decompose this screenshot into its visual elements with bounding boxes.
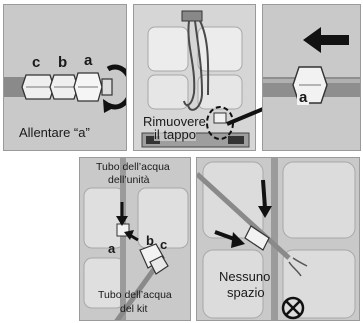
nut-label-b: b	[58, 54, 68, 71]
remove-cap-caption-line1: Rimuovere	[143, 114, 206, 129]
fitting-label-a: a	[297, 89, 310, 106]
nut-label-c: c	[32, 54, 41, 71]
connect-label-b: b	[146, 233, 154, 248]
no-space-illustration	[197, 158, 356, 320]
loosen-caption: Allentare “a”	[19, 125, 90, 140]
no-space-label-line1: Nessuno	[219, 269, 271, 284]
connect-kit-pipe-illustration	[83, 158, 189, 320]
panel-pipe-fitting: a	[262, 4, 361, 151]
loosen-nut-illustration	[4, 64, 126, 113]
kit-pipe-label-line2: del kit	[120, 303, 148, 315]
kit-pipe-label-line1: Tubo dell’acqua	[98, 289, 172, 301]
panel-remove-cap: Rimuovere il tappo	[133, 4, 256, 151]
nut-label-a: a	[84, 52, 93, 69]
remove-cap-illustration	[141, 10, 250, 148]
connect-label-a: a	[108, 241, 116, 256]
unit-pipe-label-line2: dell’unità	[108, 174, 150, 186]
no-space-label-line2: spazio	[227, 285, 265, 300]
unit-pipe-label-line1: Tubo dell’acqua	[96, 161, 170, 173]
pipe-fitting-illustration	[263, 27, 360, 104]
remove-cap-caption-line2: il tappo	[154, 127, 196, 142]
panel-connect-kit-pipe: Tubo dell’acqua dell’unità a b c Tubo de…	[79, 157, 191, 321]
panel-no-space-warning: Nessuno spazio	[196, 157, 360, 321]
connect-label-c: c	[160, 237, 168, 252]
panel-loosen-nut: c b a Allentare “a”	[3, 4, 127, 151]
